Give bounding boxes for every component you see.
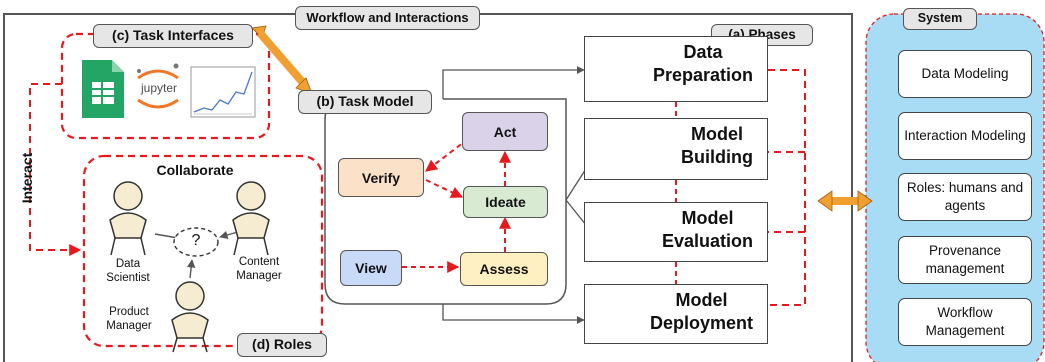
question-mark: ? bbox=[191, 232, 201, 249]
phase-line-2: Building bbox=[681, 147, 753, 167]
role-line-2: Manager bbox=[236, 270, 282, 282]
phase-line-1: Data bbox=[683, 42, 723, 62]
link-bottom bbox=[442, 304, 585, 324]
node-assess: Assess bbox=[460, 252, 548, 286]
role-line-2: Scientist bbox=[106, 272, 150, 284]
phase-line-1: Model bbox=[691, 124, 743, 144]
spreadsheet-icon bbox=[82, 60, 124, 118]
phase-line-2: Deployment bbox=[649, 313, 753, 333]
node-view: View bbox=[340, 250, 402, 286]
task-model-label: (b) Task Model bbox=[298, 90, 432, 114]
line-chart-icon bbox=[190, 66, 256, 118]
system-title: System bbox=[903, 8, 977, 30]
collaborate-label: Collaborate bbox=[156, 162, 234, 178]
node-act: Act bbox=[462, 112, 548, 151]
orange-arrow-interfaces-model bbox=[251, 25, 313, 95]
role-line-1: Content bbox=[238, 256, 280, 268]
phase-line-1: Model bbox=[681, 208, 734, 228]
task-model-arrows bbox=[402, 138, 511, 273]
jupyter-icon bbox=[137, 63, 179, 109]
interact-connector bbox=[29, 83, 82, 256]
roles-label: (d) Roles bbox=[237, 333, 327, 357]
system-item-roles: Roles: humans and agents bbox=[898, 173, 1032, 221]
interact-label: Interact bbox=[19, 152, 35, 204]
system-item-workflow: Workflow Management bbox=[898, 298, 1032, 346]
phase-line-1: Model bbox=[675, 290, 728, 310]
system-item-provenance: Provenance management bbox=[898, 236, 1032, 284]
link-top bbox=[442, 66, 585, 99]
content-manager-figure bbox=[232, 181, 270, 256]
data-scientist-figure bbox=[109, 181, 147, 256]
role-line-1: Data bbox=[115, 258, 141, 270]
node-verify: Verify bbox=[338, 158, 424, 197]
task-interfaces-label: (c) Task Interfaces bbox=[93, 24, 253, 48]
phase-line-2: Evaluation bbox=[661, 231, 753, 251]
phase-line-2: Preparation bbox=[652, 65, 753, 85]
question-cloud bbox=[173, 227, 219, 257]
system-item-data-modeling: Data Modeling bbox=[898, 50, 1032, 98]
product-manager-figure bbox=[171, 281, 209, 353]
jupyter-wordmark: jupyter bbox=[140, 81, 178, 95]
node-ideate: Ideate bbox=[463, 186, 548, 218]
orange-arrow-system bbox=[817, 190, 873, 212]
system-item-interaction-modeling: Interaction Modeling bbox=[898, 112, 1032, 160]
role-line-2: Manager bbox=[106, 320, 152, 332]
phase-connector bbox=[768, 69, 806, 306]
role-line-1: Product bbox=[109, 306, 149, 318]
roles-region bbox=[82, 154, 324, 348]
page-title: Workflow and Interactions bbox=[295, 6, 480, 30]
